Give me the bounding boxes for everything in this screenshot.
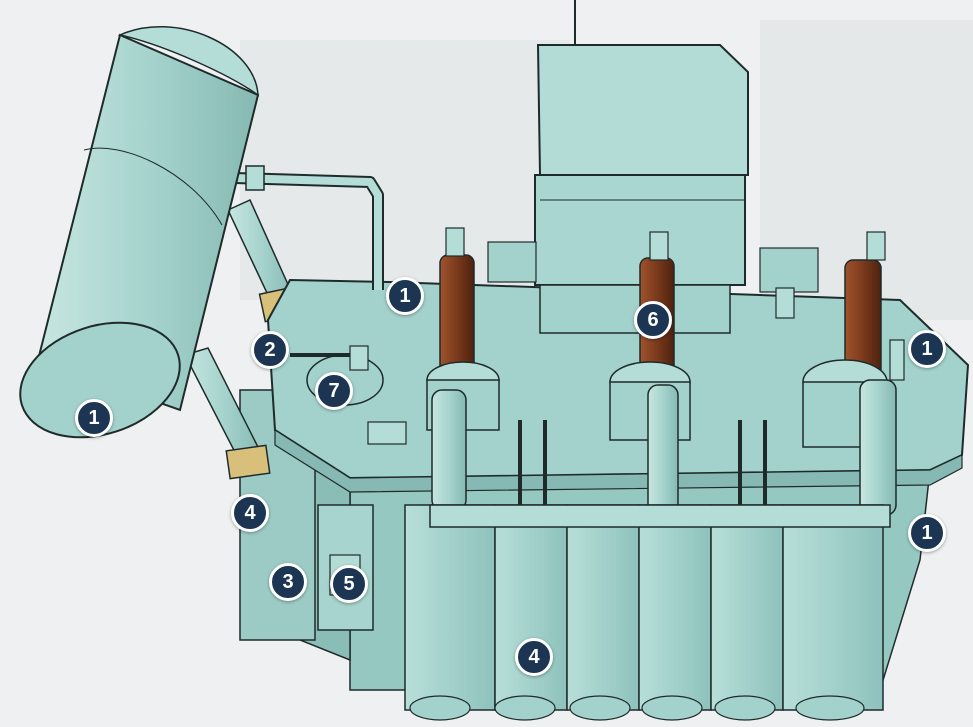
gauge-body: [349, 345, 369, 371]
back-fins: [487, 241, 819, 293]
marker-label: 2: [264, 338, 276, 361]
marker-top-valve: 1: [386, 277, 424, 315]
conservator-pipe-fill: [234, 174, 382, 290]
marker-breather: 7: [315, 372, 353, 410]
conservator-tank: [19, 26, 260, 439]
marker-label: 1: [88, 406, 100, 429]
marker-front-box: 5: [330, 565, 368, 603]
marker-right-upper: 1: [908, 330, 946, 368]
pipe-valve: [245, 165, 265, 191]
light-bushings: [431, 339, 905, 516]
radiator-bank: [404, 420, 891, 721]
marker-label: 7: [328, 379, 340, 402]
marker-label: 1: [921, 337, 933, 360]
marker-label: 4: [528, 645, 540, 668]
marker-label: 6: [647, 308, 659, 331]
brown-bushings: [439, 227, 886, 381]
marker-right-lower: 1: [908, 514, 946, 552]
marker-bushing: 6: [634, 301, 672, 339]
lid-plate: [367, 421, 407, 445]
marker-gauge: 2: [251, 331, 289, 369]
marker-lower-left: 3: [269, 563, 307, 601]
marker-conservator: 1: [75, 399, 113, 437]
marker-left: 4: [231, 494, 269, 532]
marker-label: 1: [399, 284, 411, 307]
small-fitting: [775, 287, 795, 319]
marker-label: 4: [244, 501, 256, 524]
marker-label: 3: [282, 570, 294, 593]
marker-label: 5: [343, 572, 355, 595]
flange-lower: [225, 444, 271, 480]
marker-radiator: 4: [515, 638, 553, 676]
marker-label: 1: [921, 521, 933, 544]
